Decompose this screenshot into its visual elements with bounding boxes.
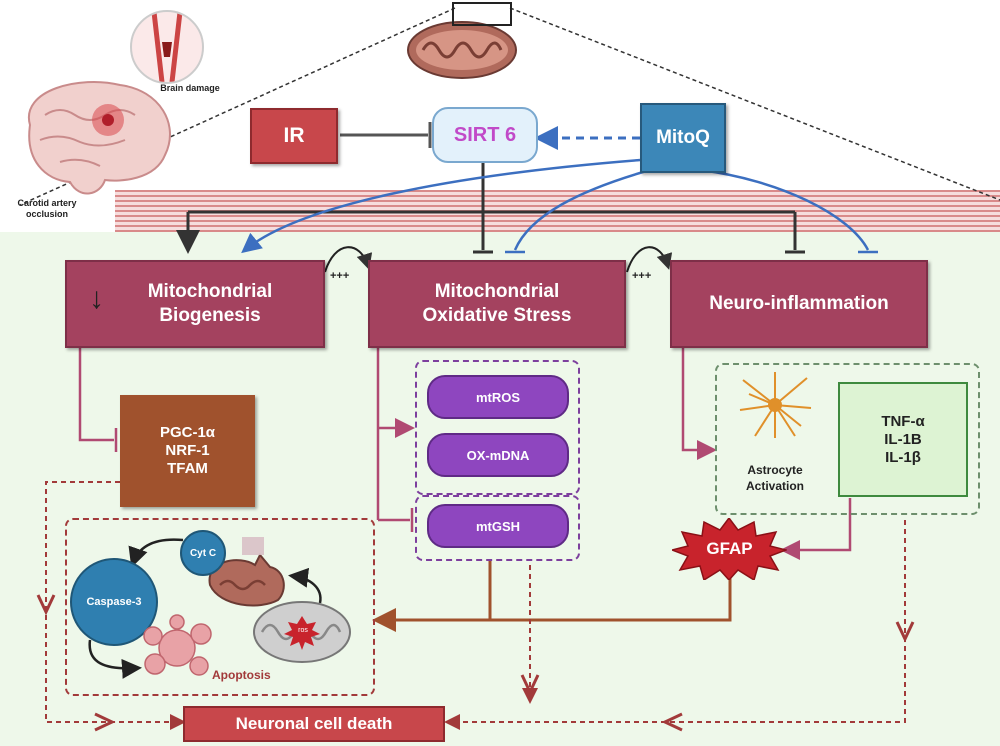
mitochondrion-icon xyxy=(405,10,520,80)
inflammation-group xyxy=(715,363,980,515)
plus-left-label: +++ xyxy=(330,270,350,282)
apoptotic-cell-icon xyxy=(135,612,220,684)
gfap-label: GFAP xyxy=(706,539,753,558)
occlusion-label: Carotid artery occlusion xyxy=(17,198,77,220)
marker-tfam: TFAM xyxy=(167,460,208,477)
cytokines-box: TNF-α IL-1B IL-1β xyxy=(838,382,968,497)
brain-damage-label: Brain damage xyxy=(160,83,220,93)
cytc-circle: Cyt C xyxy=(180,530,226,576)
biogenesis-box: ↓ Mitochondrial Biogenesis xyxy=(65,260,325,348)
caspase-circle: Caspase-3 xyxy=(70,558,158,646)
ros-label: ros xyxy=(298,627,308,634)
artery-icon xyxy=(130,10,204,84)
apoptosis-label: Apoptosis xyxy=(212,668,271,682)
cytokine-tnf: TNF-α xyxy=(881,412,925,430)
marker-pgc: PGC-1α xyxy=(159,424,216,441)
mtgsh-group xyxy=(415,495,580,561)
neuroinflammation-box: Neuro-inflammation xyxy=(670,260,928,348)
oxmdna-pill: OX-mDNA xyxy=(427,433,569,477)
gfap-burst-icon xyxy=(669,516,789,582)
down-arrow-icon: ↓ xyxy=(89,282,104,315)
oxidative-markers-group xyxy=(415,360,580,495)
mtgsh-pill: mtGSH xyxy=(427,504,569,548)
cytokine-il1b: IL-1B xyxy=(884,430,922,448)
marker-nrf: NRF-1 xyxy=(165,442,210,459)
neuronal-death-box: Neuronal cell death xyxy=(183,706,445,742)
astrocyte-icon xyxy=(735,370,815,440)
broken-mitochondrion-icon xyxy=(200,535,290,610)
cytokine-il1beta: IL-1β xyxy=(885,448,921,466)
oxidative-stress-box: Mitochondrial Oxidative Stress xyxy=(368,260,626,348)
apoptosis-cycle-arrows xyxy=(65,518,375,696)
apoptosis-group xyxy=(65,518,375,696)
biogenesis-label: Mitochondrial Biogenesis xyxy=(147,281,273,326)
ros-mitochondrion-icon xyxy=(252,598,352,666)
sirt6-box: SIRT 6 xyxy=(432,107,538,163)
astrocyte-label: Astrocyte Activation xyxy=(745,463,804,494)
plus-right-label: +++ xyxy=(632,270,652,282)
biogenesis-markers-box: PGC-1α NRF-1 TFAM xyxy=(120,395,255,507)
mitoq-box: MitoQ xyxy=(640,103,726,173)
mtros-pill: mtROS xyxy=(427,375,569,419)
oxidative-stress-label: Mitochondrial Oxidative Stress xyxy=(422,281,572,326)
ir-box: IR xyxy=(250,108,338,164)
zoom-frame xyxy=(452,2,512,26)
brain-icon xyxy=(10,70,180,200)
